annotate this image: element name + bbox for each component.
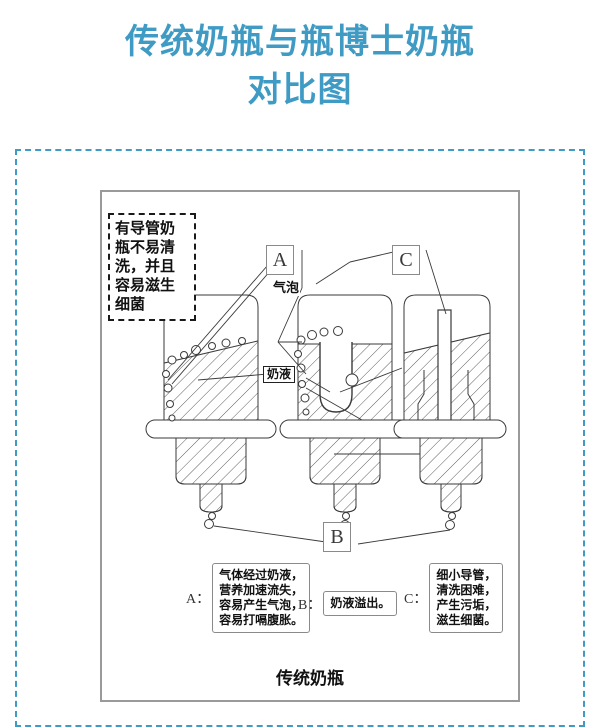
leader-lines [167,249,451,552]
legend-a-text: 气体经过奶液， 营养加速流失， 容易产生气泡， 容易打嗝腹胀。 [212,563,311,633]
legend-item-c: C： 细小导管， 清洗困难， 产生污垢， 滋生细菌。 [404,563,504,633]
bottle-2-group [279,294,411,530]
bottle-3-group [393,294,507,530]
warning-note-box: 有导管奶瓶不易清洗，并且容易滋生细菌 [108,213,196,321]
legend-item-a: A： 气体经过奶液， 营养加速流失， 容易产生气泡， 容易打嗝腹胀。 [186,563,311,633]
annotation-milk: 奶液 [263,366,296,383]
legend-b-key: B： [298,597,322,613]
legend-c-key: C： [404,592,428,607]
marker-a: A [266,245,294,275]
bottle-1-group [145,294,277,529]
legend-c-text: 细小导管， 清洗困难， 产生污垢， 滋生细菌。 [429,563,504,633]
marker-c: C [392,245,420,275]
annotation-bubbles: 气泡 [272,281,301,296]
page-title: 传统奶瓶与瓶博士奶瓶 对比图 [125,22,475,110]
legend-b-text: 奶液溢出。 [323,591,398,616]
legend-a-key: A： [186,592,211,607]
marker-b: B [323,522,351,552]
legend-item-b: B： 奶液溢出。 [298,591,398,616]
bottle-comparison-illustration [145,249,507,552]
diagram-caption: 传统奶瓶 [276,669,344,689]
